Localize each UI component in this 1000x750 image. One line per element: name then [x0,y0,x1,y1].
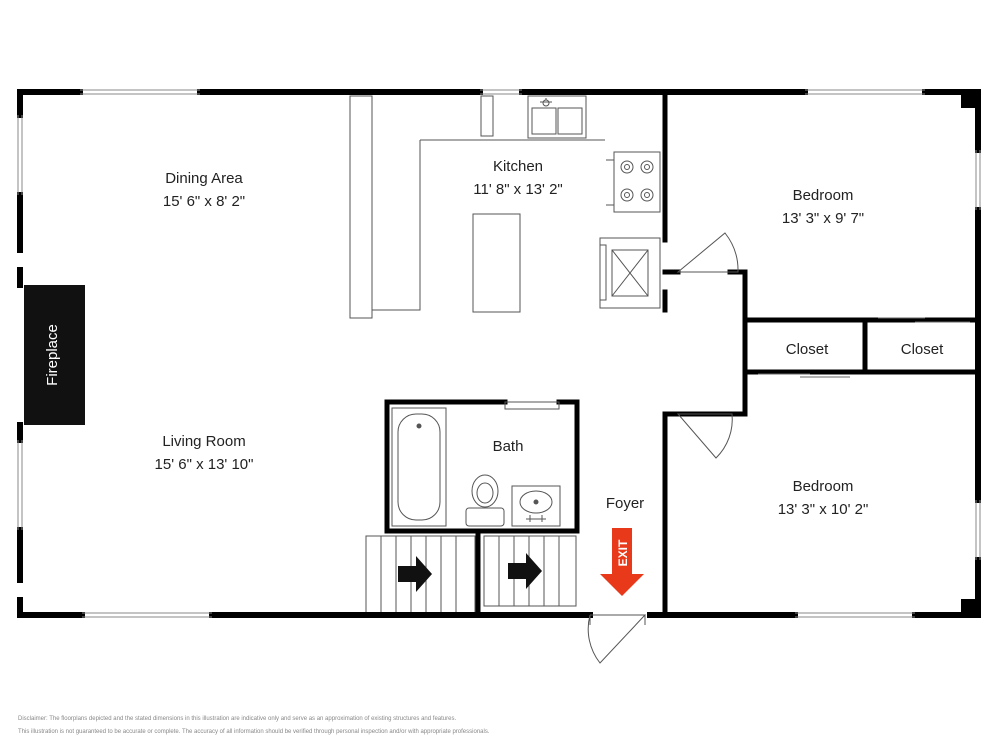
room-kitchen: Kitchen 11' 8" x 13' 2" [473,158,563,198]
room-name: Dining Area [165,170,243,187]
room-dimensions: 15' 6" x 8' 2" [163,193,245,210]
toilet [465,474,505,527]
room-name: Foyer [606,495,644,512]
closet-sliding-doors [758,317,970,378]
fireplace-label: Fireplace [44,324,61,386]
bathtub [391,407,447,527]
room-dimensions: 13' 3" x 9' 7" [782,210,864,227]
disclaimer-line-1: Disclaimer: The floorplans depicted and … [18,716,457,722]
room-name: Bath [493,438,524,455]
room-foyer: Foyer [606,495,644,512]
room-dining: Dining Area 15' 6" x 8' 2" [163,170,245,210]
corner-post [961,599,978,615]
room-name: Bedroom [793,187,854,204]
room-bath: Bath [493,438,524,455]
room-dimensions: 15' 6" x 13' 10" [155,456,254,473]
refrigerator [599,237,661,309]
stairs-left-arrow-icon [398,556,432,592]
stairs-right-arrow-icon [508,553,542,589]
room-living: Living Room 15' 6" x 13' 10" [155,433,254,473]
room-dimensions: 13' 3" x 10' 2" [778,501,869,518]
room-closet-1: Closet [786,341,829,358]
room-name: Bedroom [793,478,854,495]
kitchen-counter [349,95,605,319]
room-name: Closet [786,341,829,358]
fireplace [24,285,85,425]
kitchen-island [472,213,521,313]
room-name: Living Room [162,433,245,450]
windows [17,89,981,618]
exit-arrow-icon [600,528,644,596]
room-bedroom-1: Bedroom 13' 3" x 9' 7" [782,187,864,227]
interior-walls [384,89,981,618]
exit-label: EXIT [616,539,630,566]
disclaimer-line-2: This illustration is not guaranteed to b… [18,729,490,735]
door-swings [504,232,739,664]
corner-post [961,92,978,108]
room-closet-2: Closet [901,341,944,358]
room-dimensions: 11' 8" x 13' 2" [473,181,563,198]
kitchen-sink [480,95,587,139]
room-bedroom-2: Bedroom 13' 3" x 10' 2" [778,478,869,518]
stove [606,151,661,213]
bath-vanity [511,485,561,527]
room-name: Kitchen [493,158,543,175]
room-name: Closet [901,341,944,358]
